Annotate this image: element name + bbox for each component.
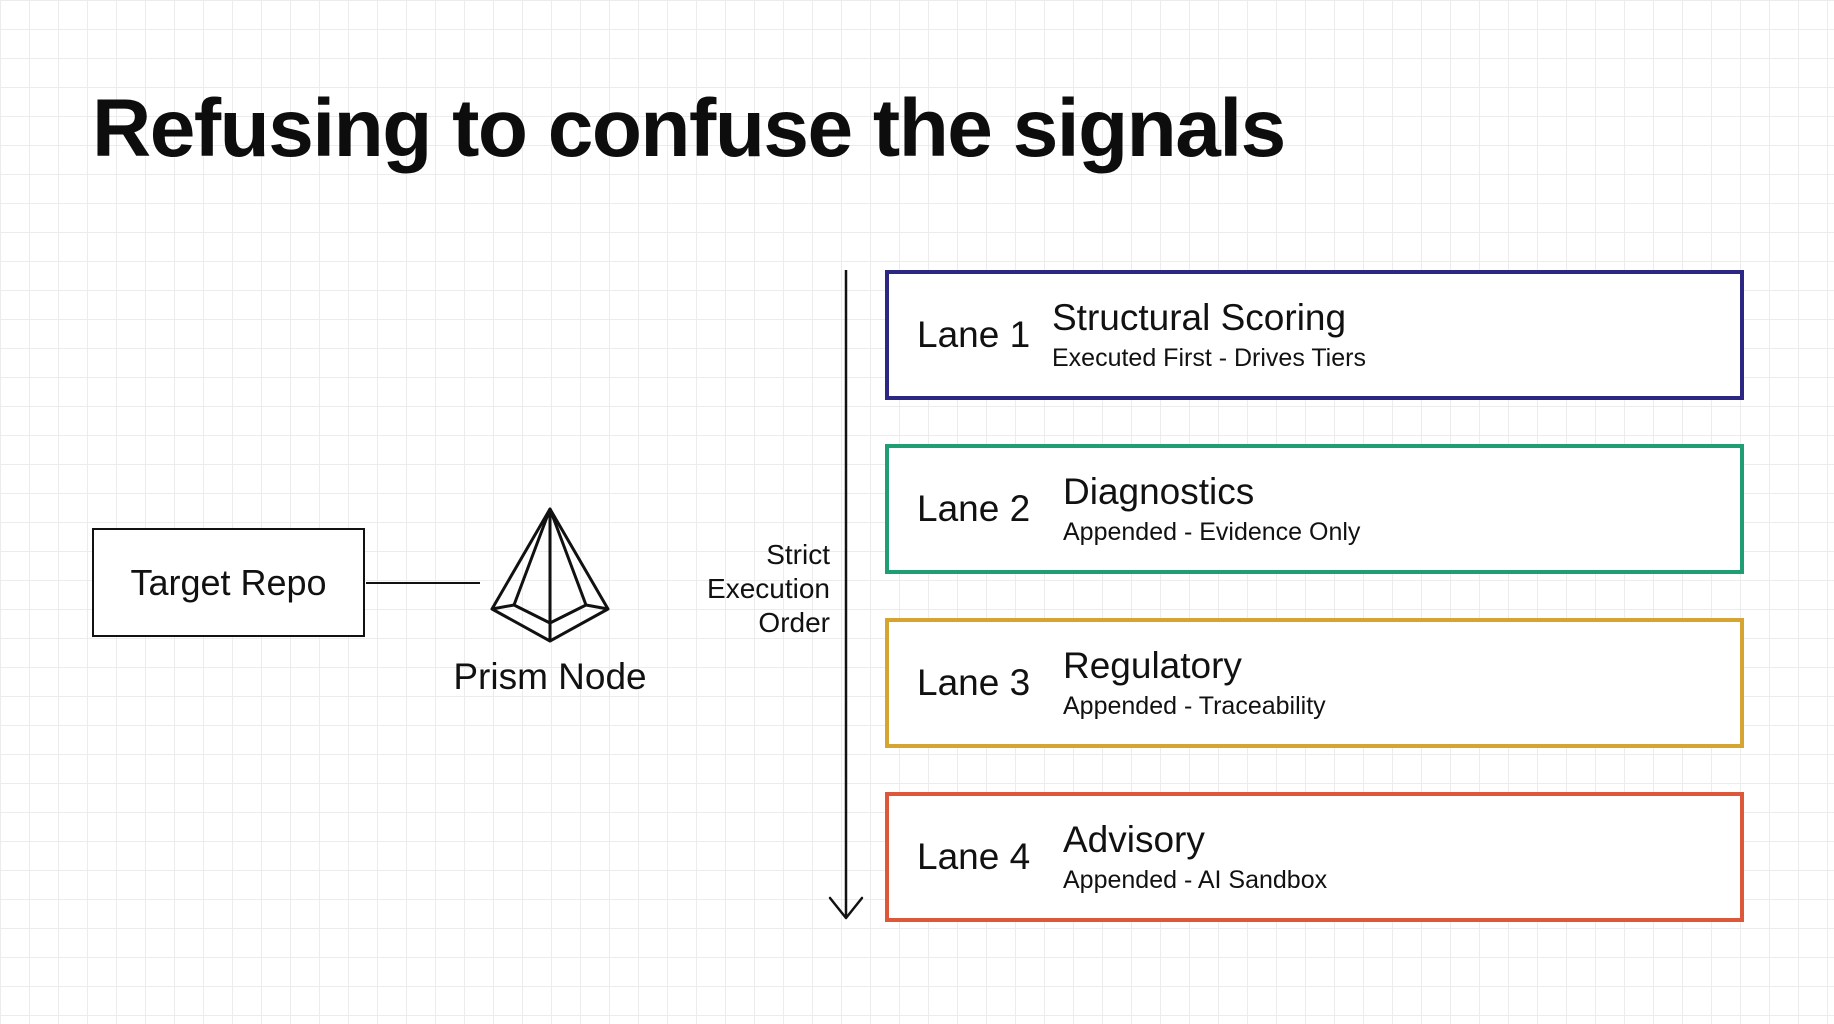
lane-3-number: Lane 3 (917, 662, 1031, 703)
pyramid-icon (490, 507, 610, 643)
lane-4-number: Lane 4 (917, 836, 1031, 877)
lane-1-title: Structural Scoring (1052, 297, 1347, 338)
execution-order-arrow (828, 270, 864, 920)
lane-2-number: Lane 2 (917, 488, 1031, 529)
execution-order-label: Strict Execution Order (640, 538, 830, 640)
prism-node-label: Prism Node (453, 656, 647, 697)
lane-2-subtitle: Appended - Evidence Only (1063, 518, 1361, 546)
lane-4-subtitle: Appended - AI Sandbox (1063, 866, 1328, 894)
order-line-2: Execution (707, 573, 830, 604)
lane-3-box: Lane 3 Regulatory Appended - Traceabilit… (885, 618, 1744, 748)
lane-2-box: Lane 2 Diagnostics Appended - Evidence O… (885, 444, 1744, 574)
lane-1-box: Lane 1 Structural Scoring Executed First… (885, 270, 1744, 400)
lane-1-subtitle: Executed First - Drives Tiers (1052, 344, 1366, 372)
lane-4-title: Advisory (1063, 819, 1205, 860)
target-repo-label: Target Repo (130, 561, 327, 603)
order-line-1: Strict (766, 539, 830, 570)
lane-3-title: Regulatory (1063, 645, 1242, 686)
lane-2-title: Diagnostics (1063, 471, 1255, 512)
order-line-3: Order (758, 607, 830, 638)
lane-4-box: Lane 4 Advisory Appended - AI Sandbox (885, 792, 1744, 922)
page-title: Refusing to confuse the signals (92, 83, 1286, 174)
target-repo-box: Target Repo (92, 528, 365, 637)
repo-to-prism-connector (366, 582, 480, 584)
lane-1-number: Lane 1 (917, 314, 1031, 355)
lane-3-subtitle: Appended - Traceability (1063, 692, 1326, 720)
